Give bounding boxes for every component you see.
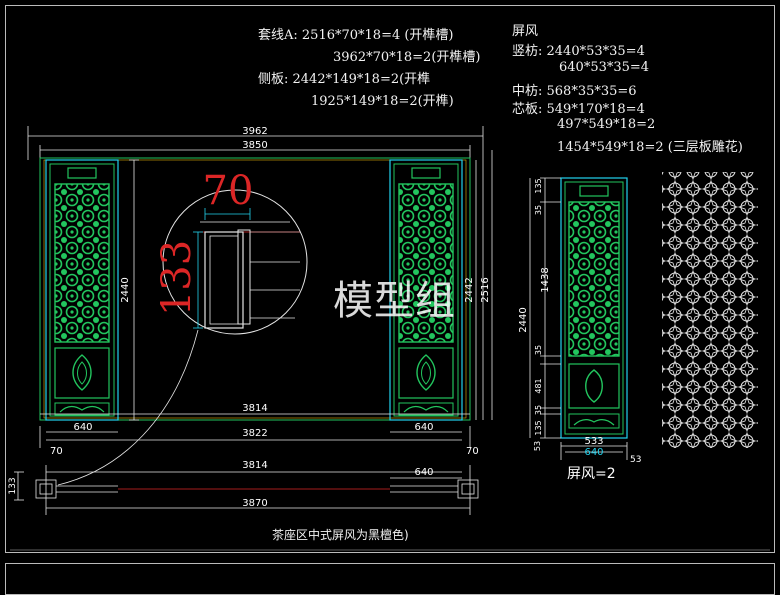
side-dim-edge-right: 53 bbox=[630, 455, 641, 465]
dim-height-left: 2440 bbox=[120, 277, 131, 302]
dim-height-right-inner: 2442 bbox=[464, 277, 475, 302]
watermark: 模型组 bbox=[333, 278, 456, 324]
note-vertical-rail-1: 竖枋: 2440*53*35=4 bbox=[512, 44, 645, 59]
dim-panel-right: 640 bbox=[414, 422, 433, 433]
note-vertical-rail-2: 640*53*35=4 bbox=[559, 60, 650, 75]
side-dim-top: 135 bbox=[534, 178, 543, 193]
note-side-board-1: 侧板: 2442*149*18=2(开榫 bbox=[258, 72, 431, 87]
detail-callout bbox=[162, 189, 308, 335]
dim-width-inner: 3850 bbox=[242, 140, 267, 151]
elevation-frame bbox=[39, 157, 471, 421]
note-frame-a-1: 套线A: 2516*70*18=4 (开榫槽) bbox=[258, 28, 454, 43]
dim-edge-left: 70 bbox=[50, 446, 63, 457]
carving-pattern bbox=[662, 172, 758, 448]
side-dim-lower: 481 bbox=[534, 378, 543, 393]
side-dim-total: 2440 bbox=[518, 307, 529, 332]
plan-view bbox=[14, 465, 479, 515]
right-screen-panel bbox=[389, 159, 463, 421]
single-screen-elevation bbox=[560, 177, 628, 439]
detail-leader-line bbox=[57, 329, 199, 486]
dim-edge-right: 70 bbox=[466, 446, 479, 457]
plan-dim-side: 133 bbox=[8, 477, 18, 494]
side-dim-edge-left: 53 bbox=[533, 441, 542, 451]
drawing-border bbox=[5, 5, 775, 553]
side-dim-width-inner: 533 bbox=[584, 436, 603, 447]
side-caption: 屏风=2 bbox=[567, 466, 616, 482]
dim-width-outer: 3962 bbox=[242, 126, 267, 137]
plan-dim-overall: 3870 bbox=[242, 498, 267, 509]
dim-bottom-overall: 3822 bbox=[242, 428, 267, 439]
note-core-board-2: 497*549*18=2 bbox=[557, 117, 656, 132]
dim-panel-left: 640 bbox=[73, 422, 92, 433]
dim-bottom-inner: 3814 bbox=[242, 403, 267, 414]
side-dim-rail3: 35 bbox=[534, 405, 543, 415]
detail-dim-width: 70 bbox=[203, 168, 254, 214]
side-dim-bottom: 135 bbox=[534, 420, 543, 435]
side-dim-rail2: 35 bbox=[534, 345, 543, 355]
note-core-board-1: 芯板: 549*170*18=4 bbox=[512, 102, 645, 117]
plan-dim-inner: 3814 bbox=[242, 460, 267, 471]
detail-dim-height: 133 bbox=[154, 240, 200, 316]
note-middle-rail: 中枋: 568*35*35=6 bbox=[512, 84, 637, 99]
note-side-board-2: 1925*149*18=2(开榫) bbox=[311, 94, 454, 109]
note-core-board-3: 1454*549*18=2 (三层板雕花) bbox=[557, 140, 743, 155]
note-frame-a-2: 3962*70*18=2(开榫槽) bbox=[333, 50, 481, 65]
left-screen-panel bbox=[45, 159, 119, 421]
dim-height-right-outer: 2516 bbox=[480, 277, 491, 302]
side-dim-width-outer: 640 bbox=[584, 447, 603, 458]
drawing-caption: 茶座区中式屏风为黑檀色) bbox=[272, 528, 409, 542]
elevation-top-dimensions bbox=[27, 126, 484, 420]
side-dim-center: 1438 bbox=[540, 267, 551, 292]
plan-dim-panel: 640 bbox=[414, 467, 433, 478]
note-screen-title: 屏风 bbox=[512, 24, 539, 39]
side-dim-rail1: 35 bbox=[534, 205, 543, 215]
